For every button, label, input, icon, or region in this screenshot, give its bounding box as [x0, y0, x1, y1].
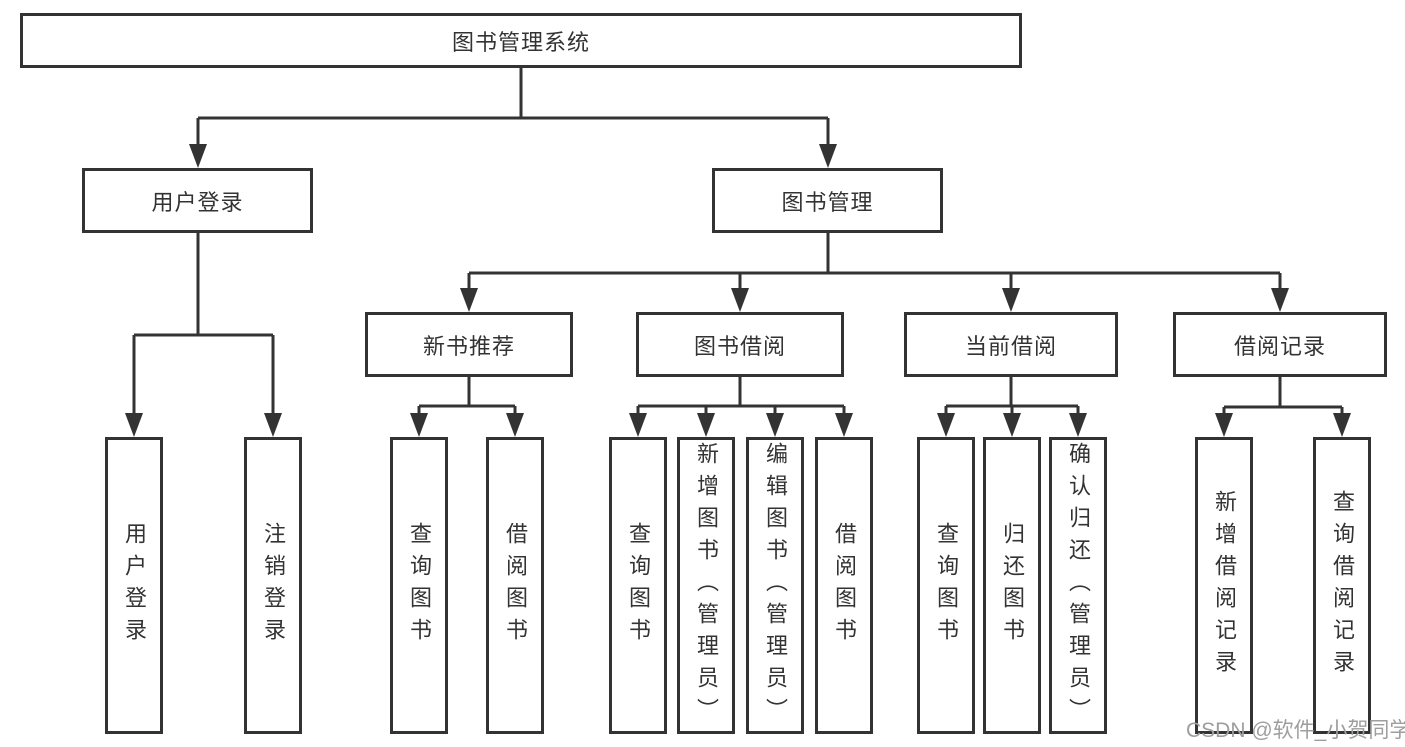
leaf-return-books: 归还图书	[983, 437, 1041, 734]
node-label: 查询图书	[626, 521, 651, 650]
node-label: 图书借阅	[693, 333, 786, 359]
node-label: 图书管理	[781, 189, 874, 215]
leaf-query-borrow-record: 查询借阅记录	[1313, 437, 1371, 734]
node-label: 当前借阅	[964, 333, 1057, 359]
node-label: 归还图书	[1000, 521, 1025, 650]
node-label: 新增图书（管理员）	[694, 441, 719, 730]
node-label: 查询图书	[934, 521, 959, 650]
node-new-book-recommend: 新书推荐	[365, 312, 573, 377]
leaf-borrow-books-newrec: 借阅图书	[486, 437, 544, 734]
leaf-borrow-books: 借阅图书	[815, 437, 873, 734]
node-label: 借阅图书	[503, 521, 528, 650]
node-borrow-records: 借阅记录	[1173, 312, 1387, 377]
node-label: 确认归还（管理员）	[1066, 441, 1091, 730]
csdn-watermark: CSDN @软件_小贺同学	[1186, 719, 1405, 742]
node-label: 借阅记录	[1233, 333, 1326, 359]
node-book-management: 图书管理	[712, 168, 943, 233]
leaf-query-books-newrec: 查询图书	[390, 437, 448, 734]
node-label: 图书管理系统	[451, 29, 590, 55]
node-user-login-branch: 用户登录	[82, 168, 313, 233]
node-label: 用户登录	[122, 521, 147, 650]
leaf-query-books-current: 查询图书	[917, 437, 975, 734]
leaf-query-books-borrow: 查询图书	[609, 437, 667, 734]
node-label: 新书推荐	[422, 333, 515, 359]
leaf-user-login: 用户登录	[105, 437, 163, 734]
node-library-system: 图书管理系统	[20, 13, 1022, 68]
leaf-add-borrow-record: 新增借阅记录	[1195, 437, 1253, 734]
node-label: 编辑图书（管理员）	[763, 441, 788, 730]
node-label: 注销登录	[261, 521, 286, 650]
node-label: 查询图书	[407, 521, 432, 650]
node-current-borrow: 当前借阅	[904, 312, 1118, 377]
leaf-add-books-admin: 新增图书（管理员）	[677, 437, 735, 734]
node-label: 新增借阅记录	[1212, 489, 1237, 682]
leaf-edit-books-admin: 编辑图书（管理员）	[746, 437, 804, 734]
node-label: 查询借阅记录	[1330, 489, 1355, 682]
leaf-confirm-return-admin: 确认归还（管理员）	[1049, 437, 1107, 734]
node-label: 借阅图书	[832, 521, 857, 650]
node-label: 用户登录	[151, 189, 244, 215]
node-book-borrow: 图书借阅	[636, 312, 844, 377]
leaf-logout: 注销登录	[244, 437, 302, 734]
